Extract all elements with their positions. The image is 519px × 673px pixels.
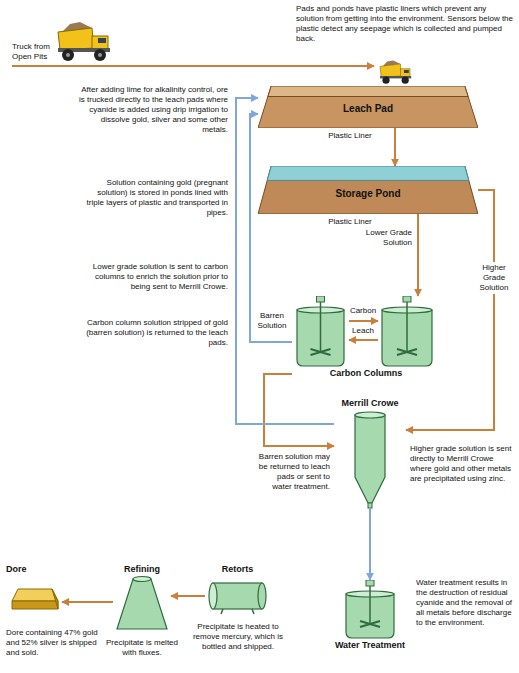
flow-connector [250,114,292,342]
note-text: Precipitate is heated to remove mercury,… [192,622,284,652]
edge-label: Barren Solution [252,311,292,331]
note-text: After adding lime for alkalinity control… [78,85,228,135]
agitator-shaft [320,302,322,352]
truck-wheel [382,77,389,84]
agitator-shaft [369,586,371,624]
dore-bar: Dore [6,564,62,617]
truck-hub [66,53,70,57]
vessel-outlet [368,503,372,508]
retort-legs [221,609,254,614]
storage-pond: Storage Pond [258,166,478,214]
node-label: Dore [6,564,27,575]
note-text: Higher grade solution is sent directly t… [410,444,512,484]
retort-body [213,583,262,609]
node-label: Merrill Crowe [341,398,398,409]
note-text: Water treatment results in the destructi… [416,578,514,628]
furnace-body [117,579,167,629]
haul-truck [380,60,411,83]
note-text: Barren solution may be returned to leach… [256,452,330,492]
agitator-blades [397,349,417,355]
retorts: Retorts [205,564,270,615]
pond-berm [258,166,478,214]
callout-text: Truck from Open Pits [12,42,58,62]
node-label: Water Treatment [335,640,405,651]
pond-water [267,166,469,180]
node-label: Carbon Columns [330,368,403,379]
flow-connector [171,595,205,597]
water-treatment: Water Treatment [330,580,410,651]
ore-haul-line [12,65,374,67]
flow-connector [369,509,371,580]
retort-shape [205,575,270,615]
note-text: Dore containing 47% gold and 52% silver … [6,628,98,658]
node-label: Storage Pond [335,188,400,200]
flow-connector [236,98,334,424]
agitator-motor [317,296,325,302]
furnace-top [133,577,151,582]
leach-transfer-arrow [349,339,378,341]
note-text: Precipitate is melted with fluxes. [104,638,180,658]
haul-truck [58,22,110,61]
flow-connector [264,374,334,446]
refine-shape [113,575,171,633]
flow-connector [62,601,113,603]
truck-wheel [62,49,74,61]
vessel-top [355,412,385,418]
agitator-shaft [406,302,408,352]
agitator-motor [366,580,374,586]
pad-surface [268,86,468,97]
refining: Refining [113,564,171,633]
truck-cab [400,69,410,77]
flow-connector [417,214,419,296]
agitator-blades [311,349,331,355]
truck-cab [92,36,108,50]
pad-heap [258,86,478,128]
bar-side [52,589,58,609]
truck-wheel [94,49,106,61]
edge-label: Higher Grade Solution [475,262,513,294]
note-text: Solution containing gold (pregnant solut… [78,178,228,218]
agitator-motor [403,296,411,302]
flow-label: Leach [346,326,380,336]
vessel-body [355,415,385,503]
truck-window [404,70,409,73]
note-text: Lower grade solution is sent to carbon c… [78,262,228,292]
merrill-crowe: Merrill Crowe [334,398,406,509]
connectors [62,98,494,602]
note-text: Pads and ponds have plastic liners which… [296,4,514,44]
bar-front [12,601,58,609]
liner-label: Plastic Liner [320,131,380,141]
leach-pad: Leach Pad [258,86,478,128]
truck-wheel [402,77,409,84]
liner-label: Plastic Liner [320,217,380,227]
note-text: Carbon column solution stripped of gold … [78,318,228,348]
flow-label: Carbon [346,306,380,316]
node-label: Retorts [222,564,254,575]
wt-shape [330,580,410,640]
mc-shape [334,409,406,509]
edge-label: Lower Grade Solution [360,228,412,248]
retort-end [209,583,217,609]
bar-top [12,589,58,601]
truck-body [58,28,94,50]
carbon-transfer-arrow [349,320,378,322]
truck-body [380,64,402,77]
truck-window [98,38,106,43]
retort-end [258,583,266,609]
dore-shape [6,575,62,617]
truck-hub [98,53,102,57]
node-label: Leach Pad [343,103,393,115]
agitator-blades [360,621,380,627]
node-label: Refining [124,564,160,575]
flow-connector [394,128,396,166]
